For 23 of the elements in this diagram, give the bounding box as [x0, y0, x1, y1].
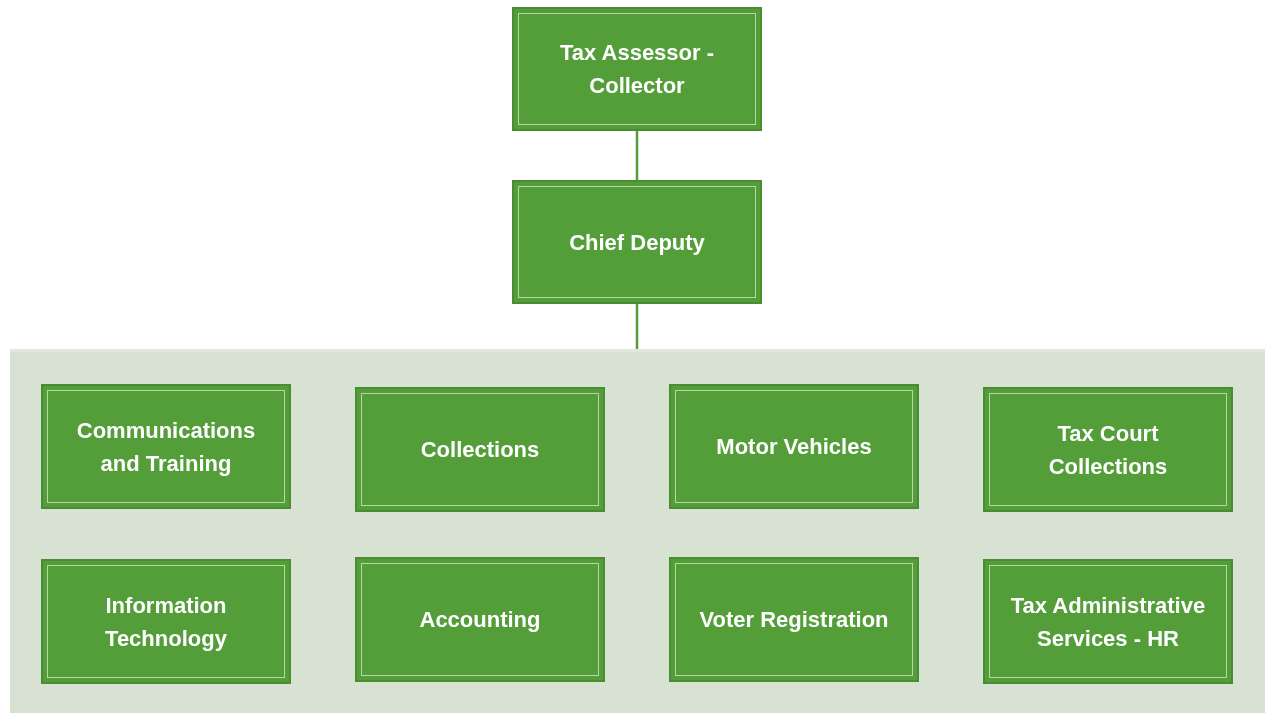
- org-box: [41, 559, 291, 684]
- box-label: Tax Assessor - Collector: [558, 39, 716, 100]
- org-box: [983, 559, 1233, 684]
- box-label: Accounting: [418, 606, 542, 634]
- connector-line: [635, 131, 639, 180]
- box-label: Tax Court Collections: [1047, 419, 1169, 481]
- group-panel: [10, 349, 1265, 713]
- org-box: [355, 557, 605, 682]
- org-box: [983, 387, 1233, 512]
- box-label: Communications and Training: [75, 416, 257, 478]
- org-box: [512, 180, 762, 304]
- box-label: Chief Deputy: [568, 228, 706, 257]
- org-box: [512, 7, 762, 131]
- org-box: [669, 384, 919, 509]
- box-label: Information Technology: [104, 591, 228, 653]
- org-box: [355, 387, 605, 512]
- org-box: [669, 557, 919, 682]
- box-label: Motor Vehicles: [715, 433, 873, 461]
- box-label: Tax Administrative Services - HR: [1009, 591, 1207, 653]
- box-label: Collections: [419, 436, 541, 464]
- box-label: Voter Registration: [698, 606, 890, 634]
- connector-line: [635, 304, 639, 349]
- org-box: [41, 384, 291, 509]
